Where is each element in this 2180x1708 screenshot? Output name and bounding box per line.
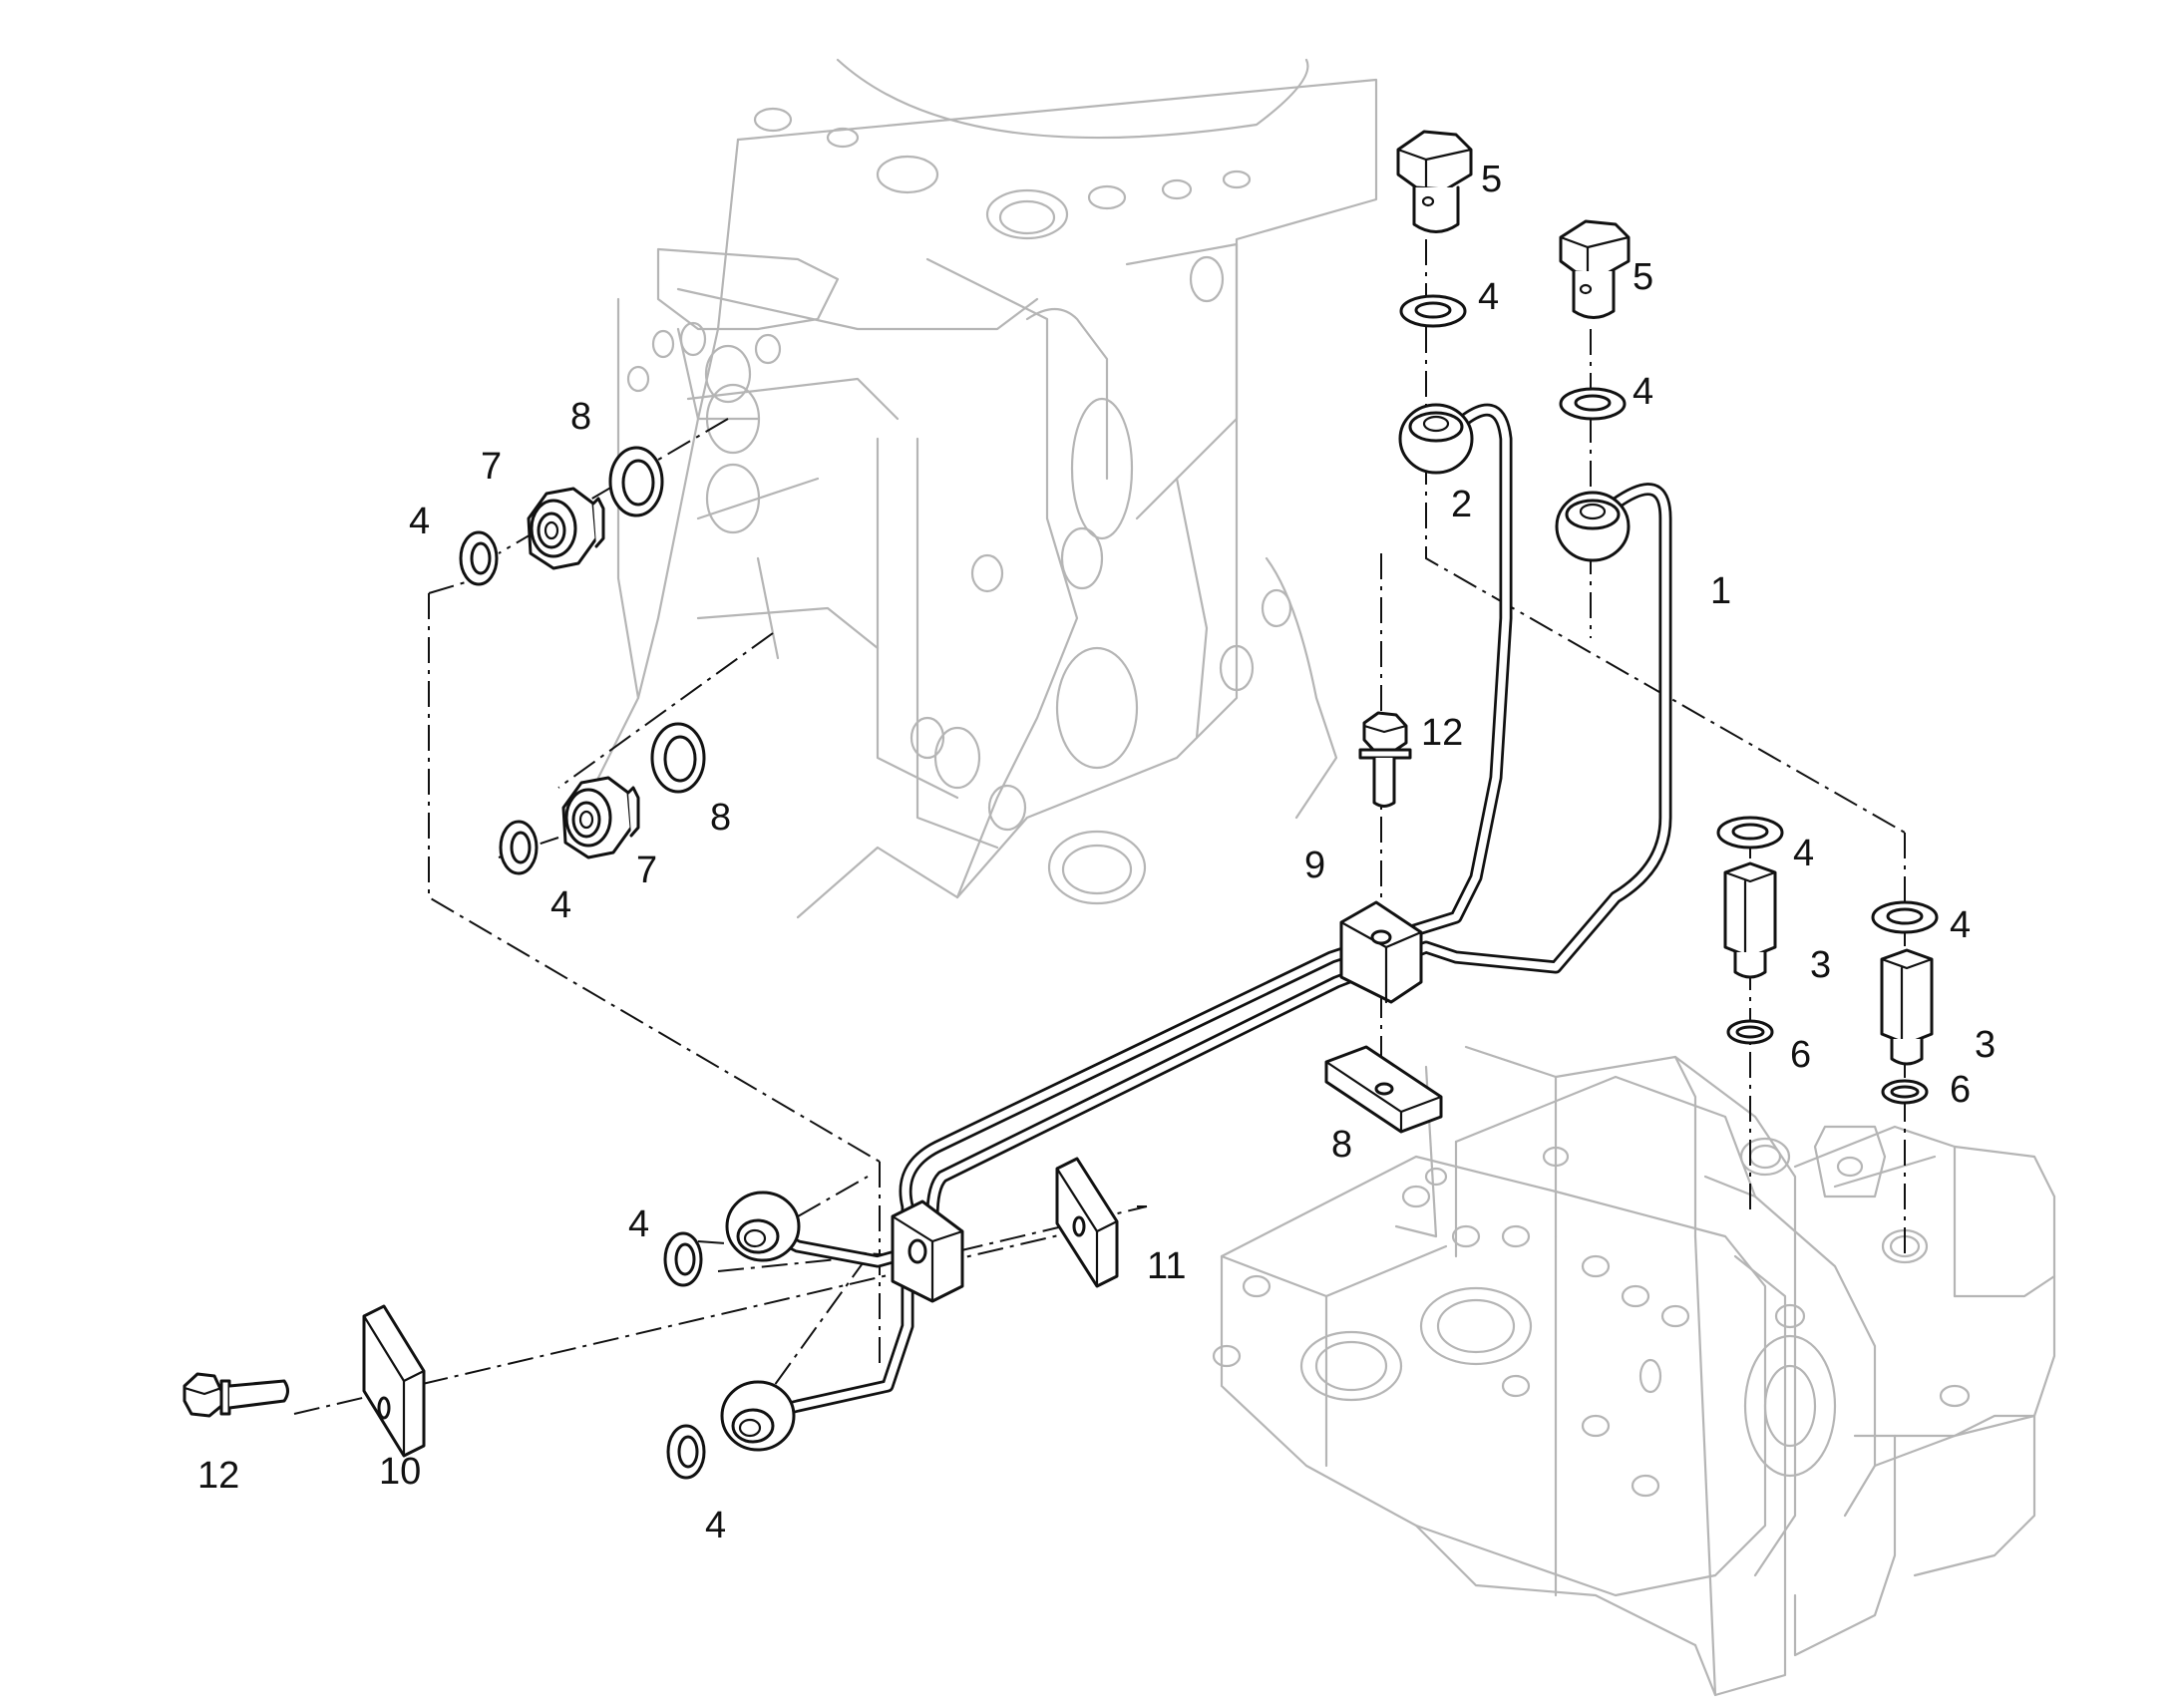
callout-washer-4a: 4 [1478, 276, 1499, 318]
engine-block-ghost [596, 58, 1378, 919]
callout-washer-4h: 4 [705, 1505, 726, 1546]
banjo-eye-pipe-2 [1398, 403, 1474, 475]
callout-adapter-3a: 3 [1810, 944, 1831, 986]
callout-bolt-5a: 5 [1481, 159, 1502, 200]
clamp-9 [1339, 900, 1423, 1004]
washer-4h [666, 1424, 706, 1480]
washer-8b [650, 722, 706, 794]
callout-oring-6a: 6 [1790, 1034, 1811, 1076]
washer-4f [499, 820, 539, 875]
callout-union-7a: 7 [481, 446, 502, 488]
banjo-eye-lower-lower [720, 1380, 796, 1452]
banjo-eye-lower-upper [725, 1191, 801, 1262]
callout-bolt-5b: 5 [1633, 256, 1653, 298]
washer-4a [1399, 294, 1467, 328]
callout-bolt-12b: 12 [197, 1455, 239, 1497]
callout-washer-4e: 4 [409, 501, 430, 542]
callout-pipe-2: 2 [1451, 484, 1472, 525]
callout-washer-4c: 4 [1793, 833, 1814, 874]
bolt-12-horizontal [182, 1372, 289, 1418]
callout-washer-4d: 4 [1950, 904, 1971, 946]
callout-union-7b: 7 [636, 850, 657, 891]
callout-washer-8b: 8 [710, 797, 731, 839]
banjo-bolt-5b [1559, 219, 1631, 319]
callout-bolt-12a: 12 [1421, 712, 1463, 754]
callout-washer-4g: 4 [628, 1203, 649, 1245]
washer-8a [608, 446, 664, 517]
plate-10 [362, 1304, 426, 1458]
callout-washer-8a: 8 [570, 396, 591, 438]
callout-plate-10: 10 [379, 1451, 421, 1493]
pump-housing-ghost [1212, 1045, 2056, 1697]
washer-4e [459, 530, 499, 586]
clamp-lower [891, 1199, 964, 1303]
callout-plate-8: 8 [1331, 1124, 1352, 1166]
callout-clamp-9: 9 [1304, 845, 1325, 886]
bolt-12-vertical [1358, 711, 1412, 808]
plate-11 [1055, 1157, 1119, 1288]
adapter-3a [1723, 861, 1777, 979]
callout-washer-4b: 4 [1633, 371, 1653, 413]
washer-4g [663, 1231, 703, 1287]
union-7a [527, 487, 605, 570]
callout-labels: 1 2 3 3 4 4 4 4 4 4 4 4 5 5 6 6 7 7 8 8 … [197, 159, 1996, 1546]
callout-oring-6b: 6 [1950, 1069, 1971, 1111]
washer-4b [1559, 387, 1627, 421]
oring-6b [1881, 1079, 1929, 1105]
leader-lines [293, 239, 1906, 1437]
banjo-bolt-5a [1396, 130, 1473, 233]
callout-pipe-1: 1 [1710, 570, 1731, 612]
washer-4d [1871, 900, 1939, 934]
plate-8 [1324, 1045, 1443, 1134]
adapter-3b [1880, 948, 1934, 1066]
banjo-eye-pipe-1 [1555, 491, 1631, 562]
callout-plate-11: 11 [1147, 1245, 1186, 1287]
washer-4c [1716, 816, 1784, 850]
oring-6a [1726, 1019, 1774, 1045]
callout-adapter-3b: 3 [1975, 1024, 1996, 1066]
union-7b [561, 776, 640, 859]
callout-washer-4f: 4 [550, 884, 571, 926]
